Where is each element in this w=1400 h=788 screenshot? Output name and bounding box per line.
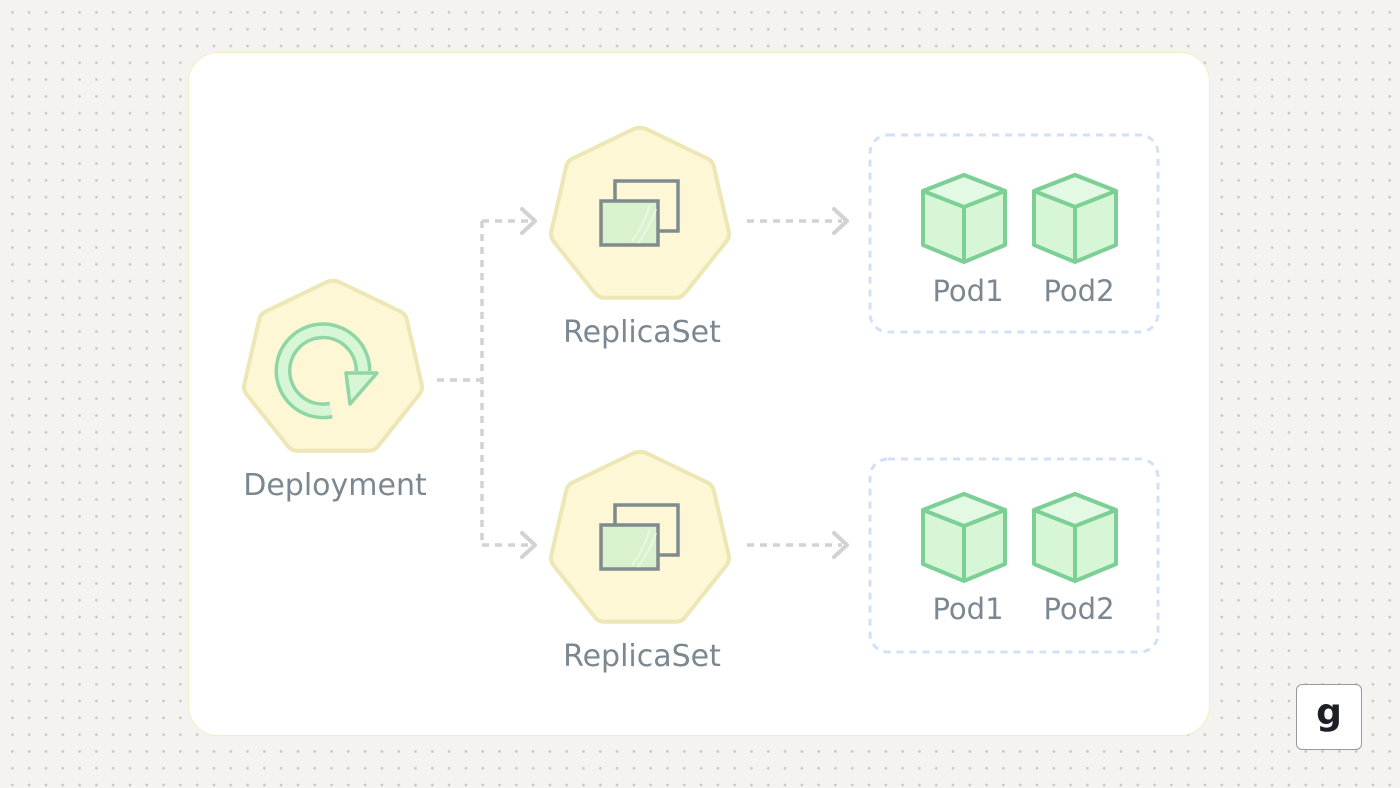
deployment-label: Deployment <box>243 468 427 503</box>
brand-logo-badge[interactable]: g <box>1296 684 1362 750</box>
pod-cube-icon[interactable] <box>1032 173 1118 264</box>
replicaset-label: ReplicaSet <box>563 315 721 350</box>
replicaset-label: ReplicaSet <box>563 639 721 674</box>
pod-cube-icon[interactable] <box>921 173 1007 264</box>
pod-group: Pod1 Pod2 <box>868 133 1160 334</box>
replicaset-node[interactable] <box>548 449 732 624</box>
pod-group: Pod1 Pod2 <box>868 457 1160 654</box>
rolling-update-icon <box>274 322 379 420</box>
pod-label: Pod1 <box>932 274 1003 308</box>
brand-logo-letter: g <box>1316 692 1342 733</box>
replicaset-node[interactable] <box>548 125 732 300</box>
pod-cube-icon[interactable] <box>921 492 1007 583</box>
pod-cube-icon[interactable] <box>1032 492 1118 583</box>
pod-label: Pod2 <box>1043 274 1114 308</box>
connectors <box>437 219 842 547</box>
pod-label: Pod1 <box>932 592 1003 626</box>
deployment-node[interactable] <box>241 278 425 453</box>
pod-label: Pod2 <box>1043 592 1114 626</box>
